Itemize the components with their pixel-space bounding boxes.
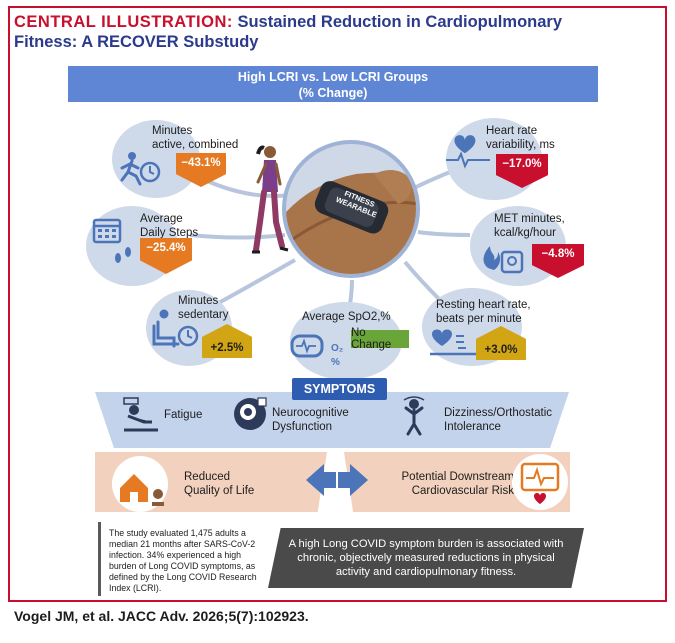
dizzy-person-icon [403, 396, 425, 436]
pulse-oximeter-icon [290, 334, 324, 358]
symptom-fatigue: Fatigue [164, 409, 203, 421]
symptom-neurocognitive: Neurocognitive Dysfunction [272, 407, 349, 433]
minutes-active-label: Minutes active, combined [152, 125, 239, 151]
brain-head-icon [234, 397, 267, 430]
spo2-badge: No Change [351, 327, 409, 351]
seated-person-icon [152, 309, 199, 348]
symptoms-bar [95, 392, 569, 448]
arrows-icon [306, 464, 368, 496]
heart-bed-icon [430, 329, 480, 356]
resting-hr-label: Resting heart rate, beats per minute [436, 299, 531, 325]
heart-pulse-icon [446, 135, 490, 169]
home-family-icon [112, 456, 168, 512]
title-line-1: Sustained Reduction in Cardiopulmonary [237, 13, 562, 31]
daily-steps-label: Average Daily Steps [140, 213, 199, 239]
comparison-banner: High LCRI vs. Low LCRI Groups (% Change) [68, 66, 598, 102]
spo2-icon-text: O₂ % [331, 343, 344, 368]
footsteps-icon [115, 247, 131, 263]
banner-line-2: (% Change) [298, 86, 368, 100]
study-footnote: The study evaluated 1,475 adults a media… [98, 522, 270, 596]
outcome-left-text: Reduced Quality of Life [184, 471, 255, 497]
minutes-sedentary-label: Minutes sedentary [178, 295, 229, 321]
page-title: CENTRAL ILLUSTRATION: Sustained Reductio… [14, 12, 644, 52]
cardiovascular-monitor-icon [512, 454, 568, 510]
banner-line-1: High LCRI vs. Low LCRI Groups [237, 70, 429, 84]
walking-woman-icon [252, 145, 289, 254]
met-label: MET minutes, kcal/kg/hour [494, 213, 565, 239]
symptom-dizziness: Dizziness/Orthostatic Intolerance [444, 407, 553, 433]
outcome-right-text: Potential Downstream Cardiovascular Risk [401, 471, 515, 497]
title-prefix: CENTRAL ILLUSTRATION: [14, 13, 233, 31]
fatigue-icon [123, 397, 158, 432]
running-person-icon [120, 152, 161, 186]
citation: Vogel JM, et al. JACC Adv. 2026;5(7):102… [14, 608, 309, 624]
calendar-icon [92, 218, 122, 244]
symptoms-heading: SYMPTOMS [292, 378, 387, 400]
hrv-label: Heart rate variability, ms [486, 125, 555, 151]
flame-scale-icon [483, 246, 524, 274]
wearable-circle: FITNESS WEARABLE [282, 140, 420, 278]
conclusion-box: A high Long COVID symptom burden is asso… [268, 528, 584, 588]
illustration-frame [8, 6, 667, 602]
spo2-label: Average SpO2,% [302, 311, 391, 323]
wrist-wearable-icon [286, 170, 416, 274]
title-line-2: Fitness: A RECOVER Substudy [14, 33, 259, 51]
